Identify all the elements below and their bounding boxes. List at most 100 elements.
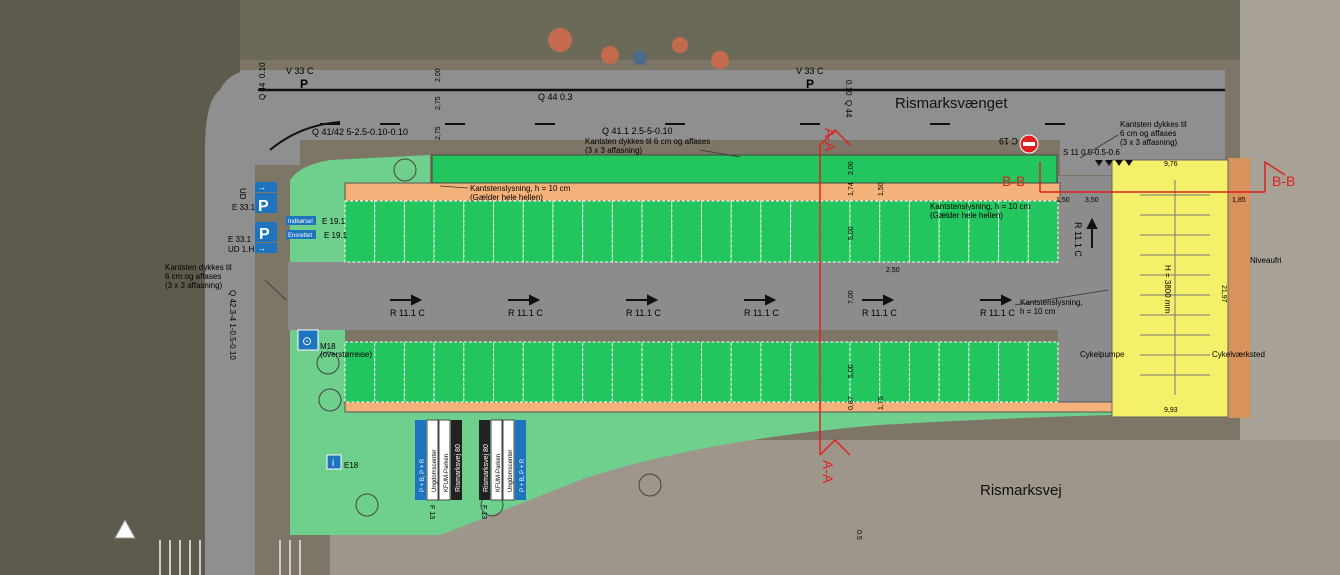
curve-mark — [269, 121, 341, 151]
parking-bay — [819, 341, 851, 403]
m18-sign — [297, 329, 319, 351]
sign-v33-left: V 33 C — [286, 66, 314, 76]
parking-bay — [493, 200, 524, 263]
r111c-2: R 11.1 C — [508, 308, 543, 318]
dim-2-00-b: 2,00 — [848, 161, 855, 175]
street-name-north: Rismarksvænget — [895, 95, 1008, 112]
note-lys-top-1: Kantstenslysning, h = 10 cm — [470, 184, 571, 193]
island-north — [344, 182, 1061, 202]
dim-1-85: 1,85 — [1232, 197, 1246, 204]
trees — [316, 158, 662, 517]
street-name-south: Rismarksvej — [980, 482, 1062, 499]
parking-bay — [760, 200, 792, 263]
parking-bay — [671, 341, 703, 403]
info-icon: i — [332, 458, 334, 469]
parking-bay — [433, 341, 465, 403]
r111c-1: R 11.1 C — [390, 308, 425, 318]
note-kant-right-2: 6 cm og affases — [1120, 129, 1176, 138]
sign-q41-42: Q 41/42 5-2.5-0.10-0.10 — [312, 127, 408, 137]
dim-2-50: 2,50 — [886, 267, 900, 274]
note-lys-mid-1: Kantstenslysning, h = 10 cm — [930, 202, 1031, 211]
parking-bay — [908, 341, 940, 403]
parking-bay — [760, 341, 792, 403]
ensrettet-text: Ensrettet — [288, 233, 312, 239]
sign-q42-3-4: Q 42.3-4 1-0.5-0.10 — [228, 290, 237, 360]
north-planting-strip — [431, 154, 1058, 184]
note-shelter-height: H = 3800 mm — [1163, 265, 1172, 314]
sign-q44-right: Q 44 — [844, 100, 853, 118]
wayfinding-left-1: Rismarksvej 80 — [455, 444, 462, 492]
dim-1-74: 1,74 — [848, 182, 855, 196]
parking-bay — [403, 200, 435, 263]
e18-sign — [326, 454, 342, 470]
note-cykelvaerksted: Cykelværksted — [1212, 350, 1265, 359]
sign-ud1h: UD 1.H — [228, 245, 254, 254]
ensrettet-plate — [286, 230, 316, 239]
sign-q44-03: Q 44 0.3 — [538, 92, 573, 102]
r111c-6: R 11.1 C — [980, 308, 1015, 318]
parking-bay — [968, 341, 1000, 403]
note-kant-right-3: (3 x 3 affasning) — [1120, 138, 1178, 147]
shark-teeth — [1095, 160, 1133, 166]
wayfinding-right-3: Ungdomscenter — [508, 450, 514, 492]
note-niveaufri: Niveaufri — [1250, 256, 1282, 265]
wayfinding-right — [479, 419, 526, 501]
parking-bay — [582, 341, 613, 403]
parking-letter: P — [259, 226, 270, 243]
sign-ud-mirror: UD — [238, 188, 247, 200]
dim-2-75-b: 2,75 — [435, 126, 442, 140]
tree-icon — [316, 351, 340, 375]
dim-7-00: 7,00 — [848, 290, 855, 304]
parking-bay — [611, 200, 643, 263]
parking-bay — [849, 341, 881, 403]
verge-north-west — [290, 155, 430, 262]
wayfinding-right-4: P + B, P + R — [520, 458, 526, 492]
sign-q41-1: Q 41.1 2.5-5-0.10 — [602, 126, 673, 136]
parking-p-right: P — [806, 77, 814, 91]
bike-path-strip — [1228, 158, 1250, 418]
wayfinding-left-4: P + B, P + R — [420, 458, 426, 492]
dim-2-75-a: 2,75 — [435, 96, 442, 110]
bike-shelter — [1111, 159, 1229, 418]
parking-row-north — [344, 200, 1059, 263]
dim-3-50: 3,50 — [1085, 197, 1099, 204]
no-entry-bar — [1023, 142, 1035, 146]
section-label-bb-left: B-B — [1002, 173, 1025, 189]
parking-bay — [493, 341, 524, 403]
tree-icon — [638, 473, 662, 497]
parking-bay — [879, 200, 910, 263]
arrow-right-icon: → — [258, 244, 266, 253]
parking-bay — [790, 200, 821, 263]
sign-e191: E 19.1 — [324, 231, 348, 240]
parking-bay — [463, 200, 495, 263]
aerial-object — [672, 37, 688, 53]
indkoersel-plate — [286, 216, 316, 225]
aerial-object — [711, 51, 729, 69]
r111c-4: R 11.1 C — [744, 308, 779, 318]
note-lys-low-1: Kantstenslysning, — [1020, 298, 1083, 307]
parking-bay — [403, 341, 435, 403]
dim-1-75: 1,75 — [878, 396, 885, 410]
drive-aisle — [288, 262, 1110, 330]
parking-bay — [433, 200, 465, 263]
north-road — [240, 70, 1225, 175]
parking-p-left: P — [300, 77, 308, 91]
dim-1-50-b: 1,50 — [1056, 197, 1070, 204]
parking-bay — [938, 200, 970, 263]
north-arrow-icon — [114, 518, 136, 539]
parking-bay — [344, 200, 376, 263]
tree-icon — [355, 493, 379, 517]
parking-bay — [1027, 341, 1059, 403]
tree-icon — [318, 388, 342, 412]
section-label-aa-top: A-A — [822, 128, 838, 152]
parking-bay — [730, 341, 762, 403]
dim-0-87: 0,87 — [848, 396, 855, 410]
dim-5-00-a: 5,00 — [848, 226, 855, 240]
parking-bay — [582, 200, 613, 263]
info-p-letter: P — [258, 198, 269, 215]
parking-sign — [255, 222, 277, 242]
section-line-bb — [1039, 160, 1286, 193]
parking-bay — [463, 341, 495, 403]
parking-row-south — [344, 341, 1059, 403]
